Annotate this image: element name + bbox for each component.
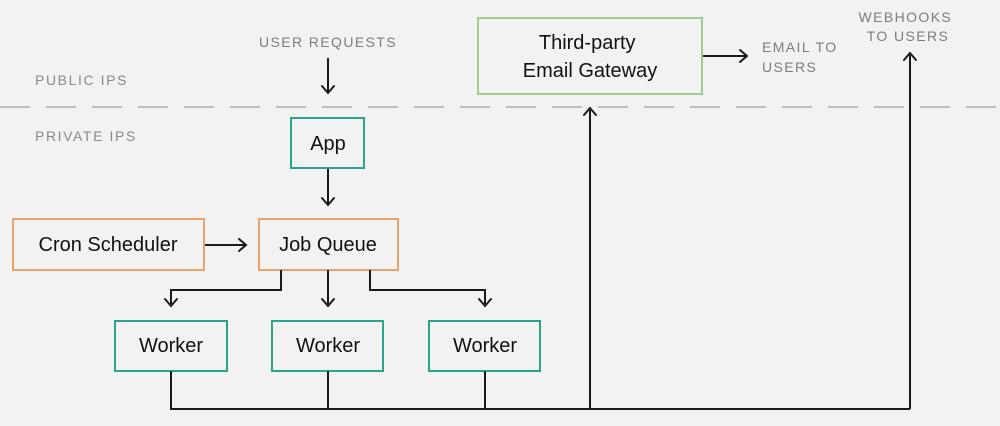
webhooks-to-users-line-2: TO USERS — [867, 28, 950, 44]
email-gateway-line-2: Email Gateway — [523, 60, 658, 82]
email-gateway-box — [477, 17, 703, 95]
workers-output-bus — [170, 371, 910, 410]
worker-label-1: Worker — [139, 335, 203, 357]
cron-scheduler-node: Cron Scheduler — [12, 218, 205, 271]
email-to-users-line-2: USERS — [762, 59, 817, 75]
public-ips-label: PUBLIC IPS — [35, 72, 128, 88]
cron-scheduler-label: Cron Scheduler — [39, 234, 178, 256]
cron-to-job-queue-arrowhead — [238, 238, 248, 252]
app-label: App — [310, 133, 346, 155]
worker-label-2: Worker — [296, 335, 360, 357]
bus-to-webhooks-arrowhead — [903, 51, 917, 61]
email-to-users-line-1: EMAIL TO — [762, 39, 838, 55]
email-gateway-line-1: Third-party — [539, 32, 636, 54]
app-to-job-queue-arrowhead — [321, 197, 335, 207]
user-requests-arrowhead — [321, 85, 335, 95]
webhooks-to-users-line-1: WEBHOOKS — [859, 9, 953, 25]
email-gateway-node: Third-party Email Gateway — [477, 17, 703, 95]
app-box — [290, 117, 365, 169]
job-queue-to-worker-1-arrowhead — [164, 298, 178, 308]
worker-box-3 — [428, 320, 541, 372]
job-queue-label: Job Queue — [279, 234, 377, 256]
job-queue-to-worker-3-arrowhead — [478, 298, 492, 308]
user-requests-label: USER REQUESTS — [259, 34, 397, 50]
worker-box-1 — [114, 320, 228, 372]
job-queue-to-worker-3-line — [369, 270, 486, 304]
job-queue-to-worker-1-line — [170, 270, 282, 304]
worker-label-3: Worker — [453, 335, 517, 357]
job-queue-node: Job Queue — [258, 218, 399, 271]
webhooks-to-users-label: WEBHOOKS TO USERS — [859, 9, 958, 44]
bus-to-email-gateway-arrowhead — [583, 106, 597, 116]
email-to-users-label: EMAIL TO USERS — [762, 39, 843, 75]
email-gateway-label: Third-party Email Gateway — [523, 32, 658, 82]
private-ips-label: PRIVATE IPS — [35, 128, 137, 144]
job-queue-to-worker-2-arrowhead — [321, 298, 335, 308]
worker-box-2 — [271, 320, 384, 372]
worker-node-2: Worker — [271, 320, 384, 372]
worker-node-1: Worker — [114, 320, 228, 372]
worker-node-3: Worker — [428, 320, 541, 372]
job-queue-box — [258, 218, 399, 271]
app-node: App — [290, 117, 365, 169]
gateway-to-email-arrowhead — [739, 49, 749, 63]
cron-scheduler-box — [12, 218, 205, 271]
